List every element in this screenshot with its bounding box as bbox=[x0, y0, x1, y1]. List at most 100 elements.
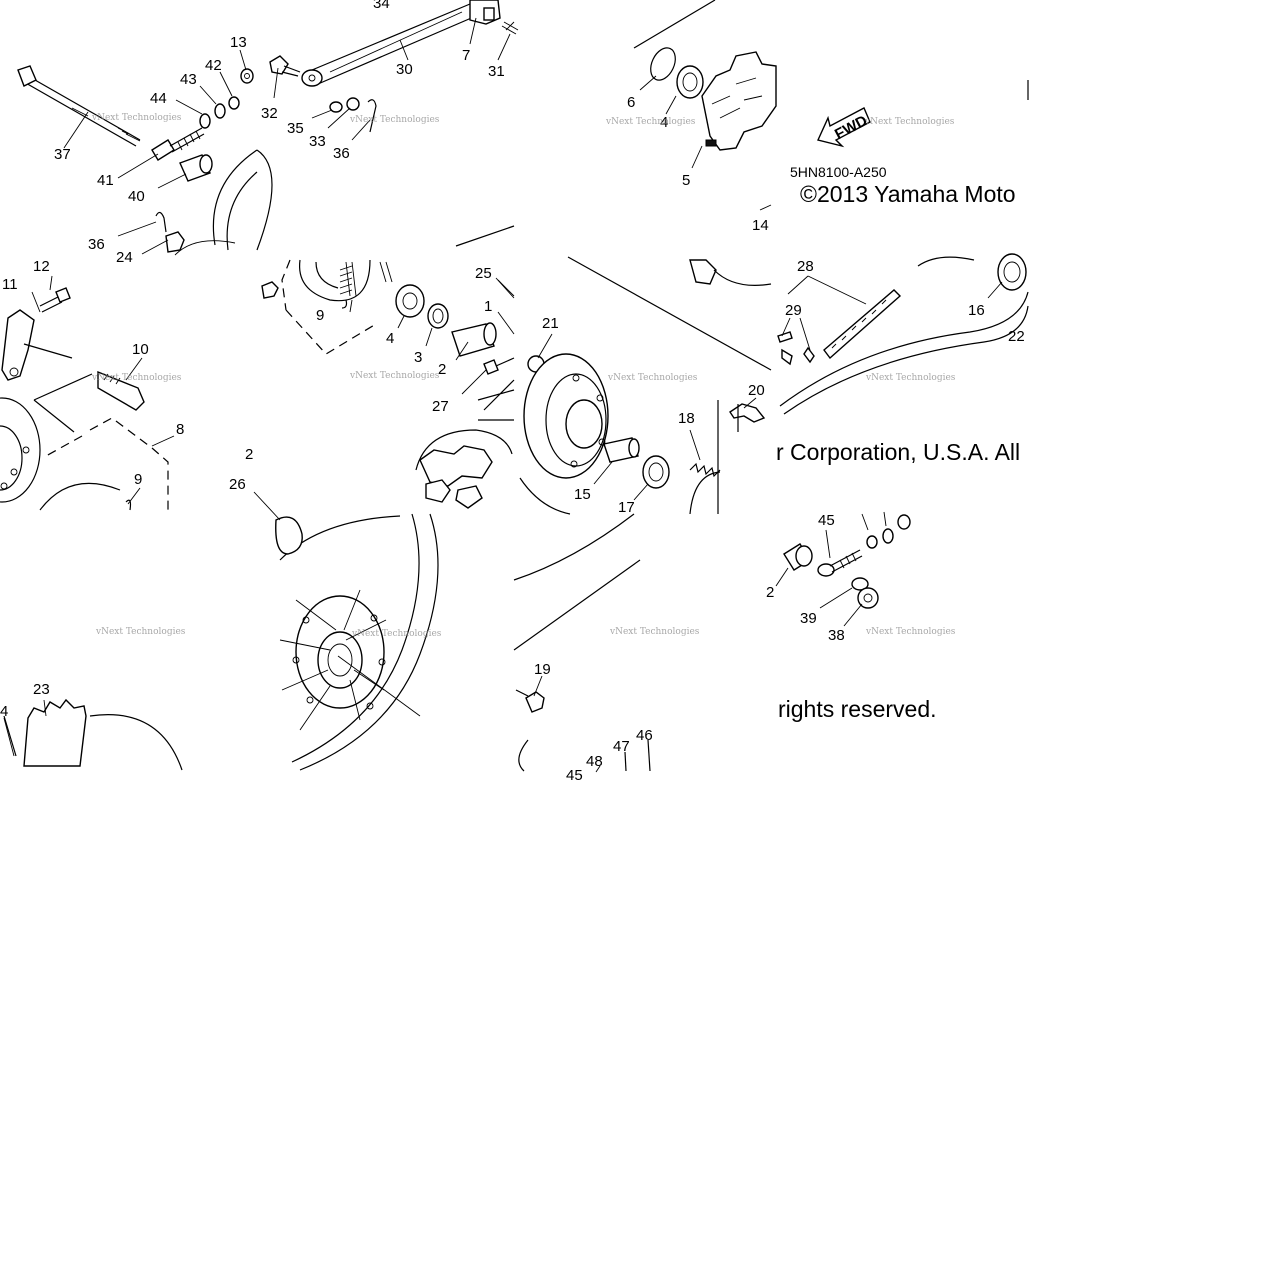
drive-chain-28 bbox=[823, 289, 902, 360]
callout-42: 42 bbox=[205, 57, 222, 74]
tile-top-left bbox=[17, 65, 258, 256]
callout-23: 23 bbox=[33, 681, 50, 698]
callout-47: 47 bbox=[613, 738, 630, 755]
callout-28: 28 bbox=[797, 258, 814, 275]
washer-39 bbox=[851, 577, 869, 591]
watermark: vNext Technologies bbox=[95, 627, 186, 637]
callout-45a: 45 bbox=[818, 512, 835, 529]
bolt-31 bbox=[501, 21, 519, 35]
brake-arm-11 bbox=[1, 309, 35, 381]
seal-16 bbox=[997, 253, 1027, 291]
callout-18: 18 bbox=[678, 410, 695, 427]
washer-43 bbox=[214, 103, 226, 119]
watermark: vNext Technologies bbox=[865, 373, 956, 383]
damper-5 bbox=[701, 51, 777, 151]
callout-30: 30 bbox=[396, 61, 413, 78]
leader-lines bbox=[3, 17, 1003, 757]
tile-mid-right bbox=[519, 256, 772, 515]
callout-2c: 2 bbox=[766, 584, 774, 601]
callout-39: 39 bbox=[800, 610, 817, 627]
callout-36b: 36 bbox=[333, 145, 350, 162]
rear-wheel bbox=[279, 513, 439, 771]
watermark: vNext Technologies bbox=[91, 373, 182, 383]
bolt-19 bbox=[515, 689, 545, 713]
callout-29: 29 bbox=[785, 302, 802, 319]
watermark: vNext Technologies bbox=[864, 117, 955, 127]
callout-34: 34 bbox=[373, 0, 390, 12]
callout-2b: 2 bbox=[245, 446, 253, 463]
copyright-line-1: ©2013 Yamaha Moto bbox=[800, 181, 1016, 207]
tile-bottom-right bbox=[513, 513, 651, 773]
cam-piece bbox=[261, 281, 279, 299]
callout-35: 35 bbox=[287, 120, 304, 137]
callout-10: 10 bbox=[132, 341, 149, 358]
callout-9a: 9 bbox=[134, 471, 142, 488]
bearing-17 bbox=[642, 455, 670, 489]
brake-hub bbox=[0, 397, 41, 503]
nut-34 bbox=[165, 231, 185, 253]
adjuster-bolt-45 bbox=[817, 549, 863, 577]
lock-washer-20 bbox=[729, 403, 766, 423]
callout-13: 13 bbox=[230, 34, 247, 51]
callout-21: 21 bbox=[542, 315, 559, 332]
callout-6: 6 bbox=[627, 94, 635, 111]
callout-46: 46 bbox=[636, 727, 653, 744]
callout-12: 12 bbox=[33, 258, 50, 275]
bearing-4 bbox=[676, 65, 704, 99]
watermark: vNext Technologies bbox=[349, 371, 440, 381]
tile-bottom-left bbox=[3, 698, 183, 771]
watermark: vNext Technologies bbox=[351, 629, 442, 639]
part-code: 5HN8100-A250 bbox=[790, 164, 887, 180]
callout-4c: 4 bbox=[0, 703, 8, 720]
spacer-42 bbox=[783, 543, 813, 571]
tile-mid-left bbox=[0, 287, 169, 512]
tile-top-middle bbox=[256, 0, 519, 251]
bracket-7 bbox=[469, 0, 501, 25]
callout-36a: 36 bbox=[88, 236, 105, 253]
callout-48: 48 bbox=[586, 753, 603, 770]
callout-25: 25 bbox=[475, 265, 492, 282]
o-ring-6 bbox=[650, 47, 676, 81]
nut-38 bbox=[857, 587, 879, 609]
callout-4a: 4 bbox=[660, 114, 668, 131]
callout-2: 2 bbox=[438, 361, 446, 378]
copyright-line-3: rights reserved. bbox=[778, 696, 937, 722]
switch-10 bbox=[97, 370, 145, 411]
tile-mid-middle bbox=[261, 225, 515, 509]
callout-1: 1 bbox=[484, 298, 492, 315]
callout-17: 17 bbox=[618, 499, 635, 516]
washer-42 bbox=[228, 96, 240, 110]
callout-22: 22 bbox=[1008, 328, 1025, 345]
callout-15: 15 bbox=[574, 486, 591, 503]
watermark: vNext Technologies bbox=[91, 113, 182, 123]
watermark: vNext Technologies bbox=[865, 627, 956, 637]
callout-26: 26 bbox=[229, 476, 246, 493]
callout-44: 44 bbox=[150, 90, 167, 107]
tile-bottom-middle bbox=[275, 513, 439, 771]
callout-8: 8 bbox=[176, 421, 184, 438]
callout-14: 14 bbox=[752, 217, 769, 234]
nut-33 bbox=[346, 97, 360, 111]
bearing-4b bbox=[395, 284, 425, 318]
collar-2 bbox=[451, 322, 497, 357]
seal-3 bbox=[427, 303, 449, 329]
callout-numbers: 34 7 30 31 13 42 43 44 37 41 40 36 24 32… bbox=[0, 0, 1025, 784]
callout-43: 43 bbox=[180, 71, 197, 88]
watermark: vNext Technologies bbox=[605, 117, 696, 127]
bolt-27 bbox=[483, 357, 515, 375]
callout-45b: 45 bbox=[566, 767, 583, 784]
callout-33: 33 bbox=[309, 133, 326, 150]
cotter-pin bbox=[155, 211, 167, 233]
torque-rod bbox=[301, 3, 477, 87]
callout-11: 11 bbox=[2, 276, 18, 293]
watermark: vNext Technologies bbox=[609, 627, 700, 637]
callout-19: 19 bbox=[534, 661, 551, 678]
watermarks: vNext Technologies vNext Technologies vN… bbox=[91, 113, 956, 639]
valve-band-26 bbox=[275, 516, 303, 555]
watermark: vNext Technologies bbox=[349, 115, 440, 125]
callout-27: 27 bbox=[432, 398, 449, 415]
bolt-32 bbox=[269, 55, 301, 77]
callout-31: 31 bbox=[488, 63, 505, 80]
callout-3: 3 bbox=[414, 349, 422, 366]
